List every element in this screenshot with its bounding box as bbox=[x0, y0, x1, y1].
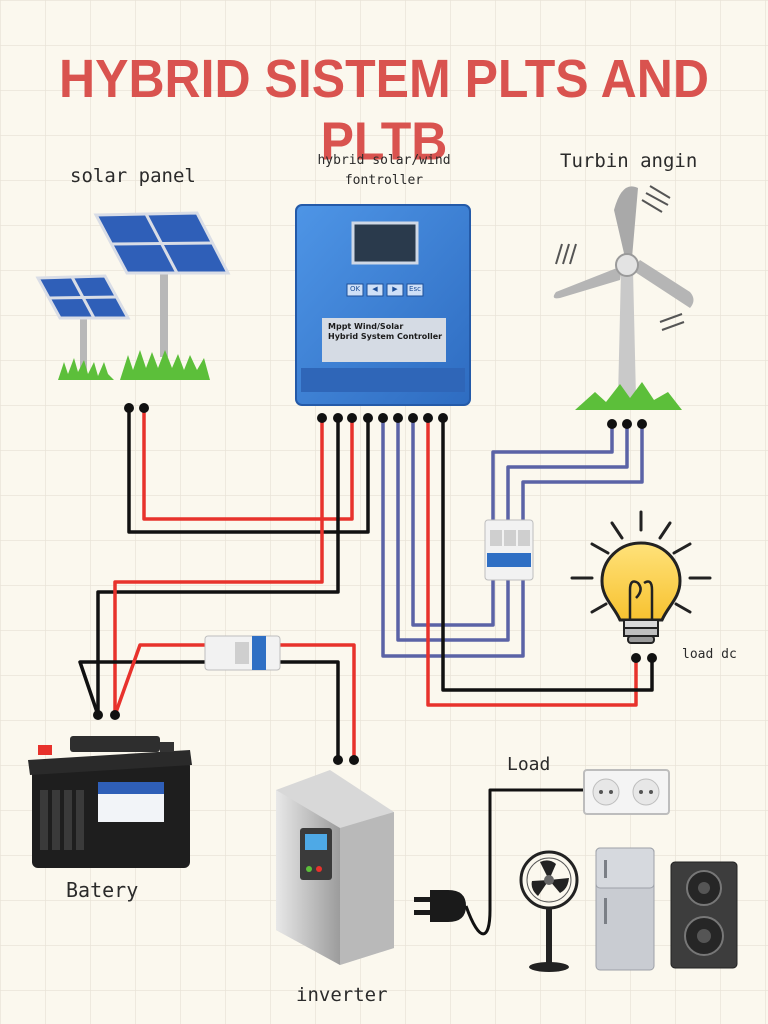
wire-wind-4 bbox=[491, 424, 614, 520]
wire-battery-black bbox=[96, 418, 340, 715]
inverter-icon bbox=[276, 770, 394, 965]
controller-brand-text: Mppt Wind/Solar bbox=[328, 322, 404, 331]
battery-icon bbox=[28, 736, 192, 868]
wire-battery-red bbox=[113, 418, 324, 715]
wire-dc-black bbox=[441, 418, 654, 692]
controller-model-text: Hybrid System Controller bbox=[328, 332, 443, 341]
controller-label-line1: hybrid solar/wind bbox=[317, 153, 451, 168]
fan-icon bbox=[519, 850, 579, 972]
controller-esc-button: Esc bbox=[409, 285, 421, 293]
controller-ok-button: OK bbox=[349, 285, 361, 293]
wire-solar-red bbox=[142, 408, 354, 521]
wire-breaker-inv-red bbox=[280, 643, 356, 758]
wire-batt-breaker-black bbox=[78, 660, 205, 716]
speaker-icon bbox=[670, 861, 738, 969]
breaker-2pole-icon bbox=[204, 635, 281, 671]
inverter-label: inverter bbox=[296, 984, 388, 1006]
solar-panel-label: solar panel bbox=[70, 165, 196, 187]
wire-wind-1 bbox=[381, 418, 525, 658]
light-bulb-icon bbox=[570, 510, 712, 644]
wire-wind-3 bbox=[411, 418, 495, 627]
controller-right-button: ▶ bbox=[392, 285, 398, 293]
wire-wind-2 bbox=[396, 418, 510, 642]
plug-icon bbox=[414, 890, 466, 922]
wire-breaker-inv-black bbox=[280, 660, 340, 758]
load-label: Load bbox=[507, 754, 551, 775]
wire-load bbox=[464, 788, 587, 936]
wire-wind-6 bbox=[521, 424, 644, 520]
controller-icon bbox=[295, 204, 471, 406]
turbine-label: Turbin angin bbox=[560, 150, 698, 172]
terminals bbox=[93, 403, 657, 765]
load-dc-label: load dc bbox=[682, 647, 737, 662]
wiring bbox=[78, 408, 654, 936]
page-title: HYBRID SISTEM PLTS AND PLTB bbox=[58, 48, 710, 172]
solar-panel-icon bbox=[35, 211, 231, 380]
wire-dc-red bbox=[426, 418, 638, 707]
controller-left-button: ◀ bbox=[372, 285, 378, 293]
wind-turbine-icon bbox=[553, 185, 694, 410]
wire-wind-5 bbox=[506, 424, 629, 520]
wall-socket-icon bbox=[583, 769, 670, 815]
battery-label: Batery bbox=[66, 878, 139, 902]
controller-label-line2: fontroller bbox=[344, 173, 424, 188]
wire-solar-black bbox=[127, 408, 370, 534]
refrigerator-icon bbox=[595, 847, 655, 971]
breaker-3pole-icon bbox=[484, 519, 534, 581]
wire-batt-breaker-red bbox=[113, 643, 205, 716]
